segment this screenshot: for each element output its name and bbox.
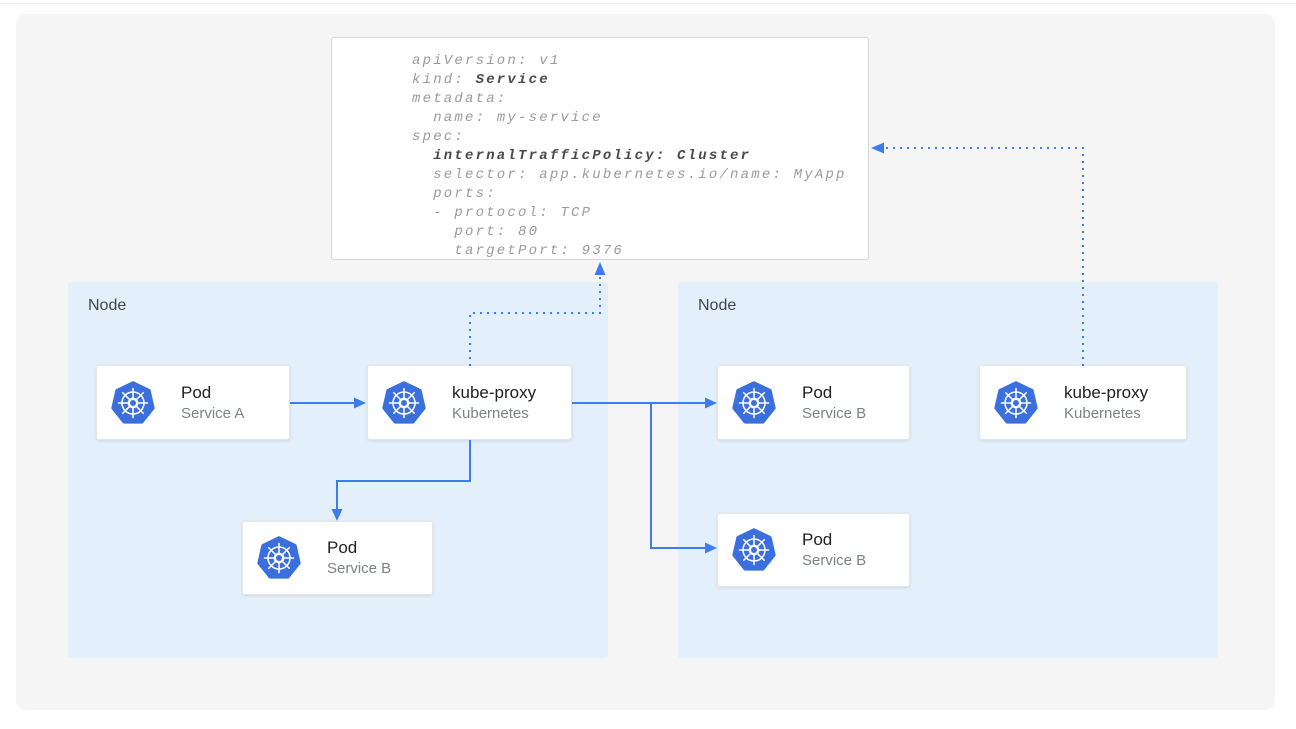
card-text: Pod Service B [802, 529, 866, 571]
node-box-left: Node [68, 282, 608, 658]
card-kube-proxy-right: kube-proxy Kubernetes [979, 365, 1187, 440]
card-subtitle: Service B [327, 560, 392, 577]
card-text: kube-proxy Kubernetes [1064, 382, 1148, 424]
kubernetes-icon [111, 381, 155, 425]
node-box-right: Node [678, 282, 1218, 658]
card-title: Pod [327, 538, 358, 557]
card-title: Pod [181, 382, 212, 402]
card-text: Pod Service B [802, 382, 866, 424]
card-subtitle: Service B [802, 552, 867, 569]
card-text: Pod Service A [181, 382, 244, 424]
card-subtitle: Service A [181, 404, 245, 422]
kubernetes-icon [257, 536, 301, 580]
node-label: Node [698, 297, 737, 314]
card-text: kube-proxy Kubernetes [452, 382, 536, 424]
card-pod-service-b-left: Pod Service B [242, 521, 433, 595]
card-subtitle: Service B [802, 404, 867, 422]
kubernetes-icon [382, 381, 426, 425]
card-pod-service-b-right-bottom: Pod Service B [717, 513, 910, 587]
card-title: Pod [802, 530, 833, 549]
kubernetes-icon [732, 528, 776, 572]
card-pod-service-b-right-top: Pod Service B [717, 365, 910, 440]
card-title: kube-proxy [452, 382, 537, 402]
kubernetes-icon [994, 381, 1038, 425]
top-divider [0, 3, 1296, 4]
card-title: Pod [802, 382, 833, 402]
card-text: Pod Service B [327, 537, 391, 579]
card-subtitle: Kubernetes [1064, 404, 1141, 422]
node-label: Node [88, 297, 127, 314]
kubernetes-icon [732, 381, 776, 425]
card-subtitle: Kubernetes [452, 404, 529, 422]
card-title: kube-proxy [1064, 382, 1149, 402]
card-kube-proxy-left: kube-proxy Kubernetes [367, 365, 572, 440]
card-pod-service-a: Pod Service A [96, 365, 290, 440]
